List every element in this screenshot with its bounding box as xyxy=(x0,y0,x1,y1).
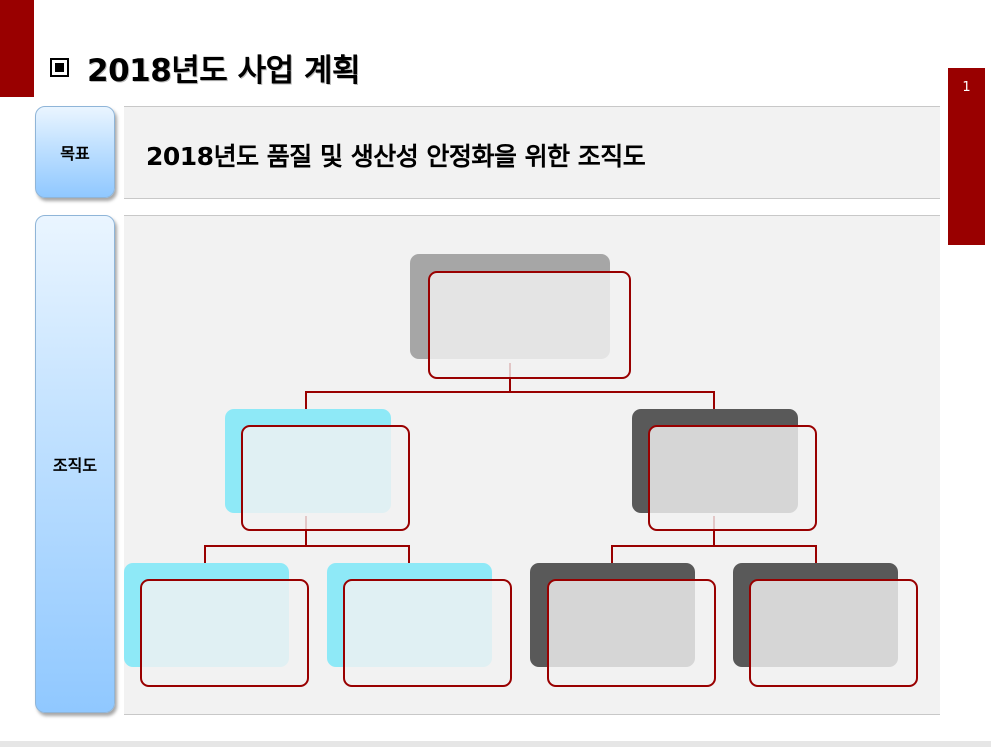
connector xyxy=(204,545,206,563)
connector xyxy=(713,516,715,547)
bottom-scroll-bar xyxy=(0,741,991,747)
connector xyxy=(204,545,410,547)
org-node-left[interactable] xyxy=(241,425,410,531)
connector xyxy=(305,516,307,547)
accent-bar-left xyxy=(0,0,34,97)
connector xyxy=(611,545,613,563)
square-bullet-icon xyxy=(50,58,69,77)
org-node-left-left[interactable] xyxy=(140,579,309,687)
page-title: 2018년도 사업 계획 xyxy=(87,53,360,89)
org-node-right[interactable] xyxy=(648,425,817,531)
org-node-right-right[interactable] xyxy=(749,579,918,687)
org-node-top[interactable] xyxy=(428,271,631,379)
goal-label: 목표 xyxy=(60,144,90,163)
connector xyxy=(713,391,715,409)
connector xyxy=(305,391,307,409)
connector xyxy=(611,545,817,547)
connector xyxy=(408,545,410,563)
connector xyxy=(305,391,715,393)
org-node-left-right[interactable] xyxy=(343,579,512,687)
goal-panel: 2018년도 품질 및 생산성 안정화을 위한 조직도 xyxy=(124,106,940,199)
title-row: 2018년도 사업 계획 xyxy=(50,45,360,90)
page-number-tab: 1 xyxy=(948,68,985,245)
org-label-box: 조직도 xyxy=(35,215,115,713)
connector xyxy=(815,545,817,563)
org-label: 조직도 xyxy=(52,456,98,475)
page-number: 1 xyxy=(962,80,971,95)
goal-label-box: 목표 xyxy=(35,106,115,198)
org-chart-panel xyxy=(124,215,940,715)
org-node-right-left[interactable] xyxy=(547,579,716,687)
goal-text[interactable]: 2018년도 품질 및 생산성 안정화을 위한 조직도 xyxy=(146,142,646,171)
